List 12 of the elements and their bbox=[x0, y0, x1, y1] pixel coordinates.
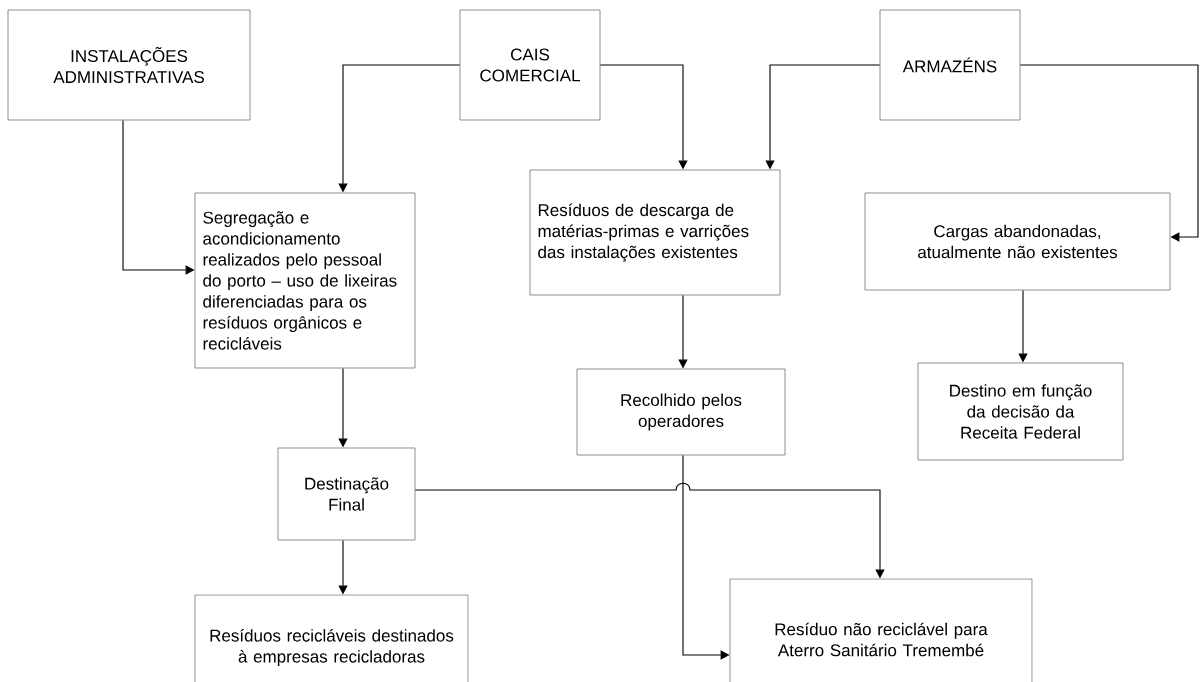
process-box: Cargas abandonadas, atualmente não existentes bbox=[864, 192, 1171, 291]
process-box: Resíduos de descarga de matérias-primas e varrições das instalações existentes bbox=[529, 169, 781, 296]
process-box: Destino em função da decisão da Receita Federal bbox=[917, 362, 1124, 461]
arrow bbox=[1019, 64, 1199, 242]
process-box: Resíduos recicláveis destinados à empresas recicladoras bbox=[194, 594, 469, 682]
process-box: Recolhido pelos operadores bbox=[576, 368, 786, 456]
process-box: ARMAZÉNS bbox=[879, 9, 1021, 121]
process-box: CAIS COMERCIAL bbox=[459, 9, 601, 121]
process-box: Destinação Final bbox=[277, 447, 416, 541]
process-box: Segregação e acondicionamento realizados pelo pessoal do porto – uso de lixeiras diferenciadas para os resíduos orgânicos e recicláveis bbox=[194, 192, 416, 369]
process-box: INSTALAÇÕES ADMINISTRATIVAS bbox=[7, 9, 251, 121]
process-box: Resíduo não reciclável para Aterro Sanitário Tremembé bbox=[729, 578, 1033, 682]
